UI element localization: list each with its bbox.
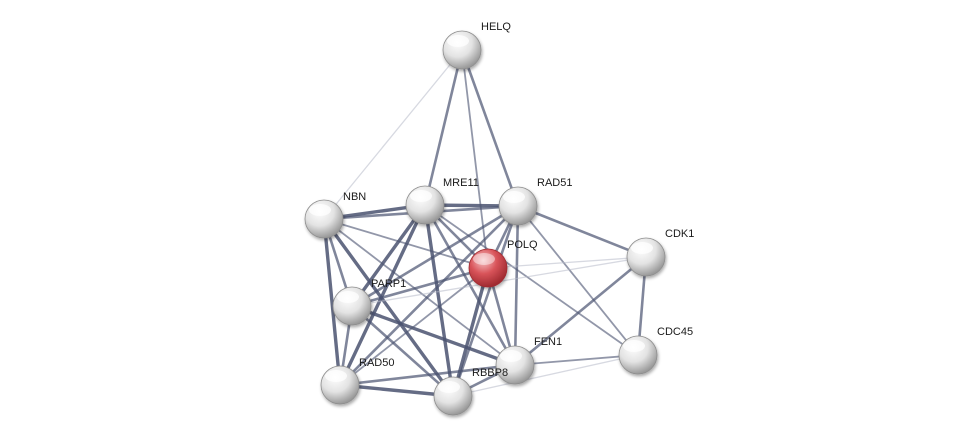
node-helq[interactable]: HELQ	[442, 21, 511, 70]
node-parp1[interactable]: PARP1	[332, 278, 406, 326]
node-gloss-fen1	[500, 350, 522, 362]
edge-polq-cdk1[interactable]	[487, 256, 647, 269]
edge-rad51-parp1[interactable]	[350, 204, 520, 308]
edge-polq-parp1[interactable]	[350, 266, 490, 308]
node-label-rad50: RAD50	[359, 357, 394, 369]
edge-mre11-rbbp8[interactable]	[423, 203, 455, 398]
edge-rad51-cdc45[interactable]	[517, 205, 639, 356]
node-gloss-cdk1	[631, 242, 653, 254]
edge-mre11-fen1[interactable]	[423, 203, 517, 367]
node-gloss-rbbp8	[438, 381, 460, 393]
node-cdk1[interactable]: CDK1	[626, 228, 694, 277]
node-nbn[interactable]: NBN	[304, 191, 366, 239]
node-label-rad51: RAD51	[537, 177, 572, 189]
edge-mre11-parp1[interactable]	[350, 203, 427, 308]
node-gloss-rad51	[503, 191, 525, 203]
edge-helq-mre11[interactable]	[423, 48, 464, 207]
edge-helq-nbn[interactable]	[323, 49, 463, 220]
edge-cdk1-fen1[interactable]	[513, 255, 648, 367]
node-fen1[interactable]: FEN1	[495, 336, 562, 385]
node-label-rbbp8: RBBP8	[472, 367, 508, 379]
node-circle-polq[interactable]	[468, 248, 508, 288]
edge-mre11-cdc45[interactable]	[424, 204, 639, 356]
node-cdc45[interactable]: CDC45	[618, 326, 693, 375]
node-label-fen1: FEN1	[534, 336, 562, 348]
node-gloss-polq	[473, 253, 495, 265]
edge-helq-polq[interactable]	[461, 49, 489, 269]
edge-rad51-rad50[interactable]	[338, 204, 520, 387]
node-label-cdk1: CDK1	[665, 228, 694, 240]
node-rbbp8[interactable]: RBBP8	[433, 367, 508, 416]
node-mre11[interactable]: MRE11	[405, 177, 479, 225]
node-label-helq: HELQ	[481, 21, 511, 33]
edge-rad51-cdk1[interactable]	[516, 204, 648, 259]
edge-cdc45-fen1[interactable]	[514, 354, 639, 366]
node-label-mre11: MRE11	[443, 177, 479, 189]
node-label-nbn: NBN	[343, 191, 366, 203]
node-rad51[interactable]: RAD51	[498, 177, 572, 226]
node-polq[interactable]: POLQ	[468, 239, 538, 288]
edge-cdc45-rbbp8[interactable]	[452, 354, 639, 397]
edge-parp1-fen1[interactable]	[350, 304, 517, 367]
node-gloss-nbn	[309, 204, 331, 216]
node-label-cdc45: CDC45	[657, 326, 693, 338]
node-gloss-rad50	[325, 370, 347, 382]
edge-mre11-rad50[interactable]	[338, 203, 427, 387]
edge-nbn-rad50[interactable]	[322, 217, 342, 387]
edge-rad51-fen1[interactable]	[513, 204, 520, 367]
edge-polq-rbbp8[interactable]	[451, 266, 490, 398]
node-gloss-cdc45	[623, 340, 645, 352]
node-label-polq: POLQ	[507, 239, 538, 251]
node-gloss-parp1	[337, 291, 359, 303]
node-label-parp1: PARP1	[371, 278, 406, 290]
edge-rad51-rbbp8[interactable]	[451, 204, 520, 398]
node-gloss-helq	[447, 35, 469, 47]
edge-layer	[322, 48, 648, 398]
edge-nbn-rbbp8[interactable]	[322, 217, 455, 398]
edge-parp1-rbbp8[interactable]	[350, 304, 455, 398]
node-rad50[interactable]: RAD50	[320, 357, 394, 405]
edge-fen1-rad50[interactable]	[338, 363, 517, 387]
edge-nbn-fen1[interactable]	[323, 218, 516, 366]
edge-helq-rad51[interactable]	[460, 48, 520, 208]
node-gloss-mre11	[410, 190, 432, 202]
